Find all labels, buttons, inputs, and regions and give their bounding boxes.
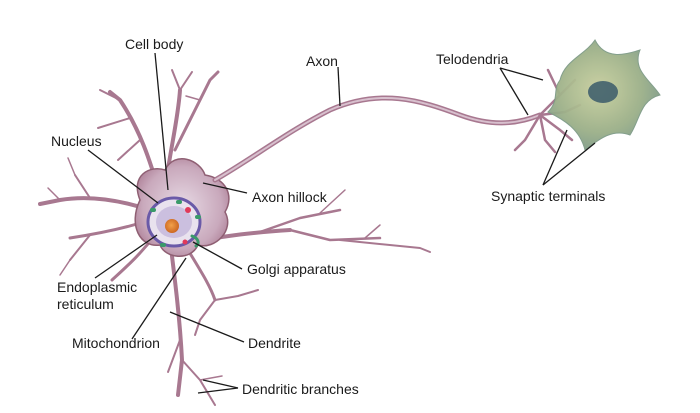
label-axon: Axon bbox=[306, 53, 338, 69]
label-axon-hillock: Axon hillock bbox=[252, 189, 327, 205]
label-golgi-apparatus: Golgi apparatus bbox=[247, 261, 346, 277]
nucleolus-shape bbox=[165, 219, 179, 233]
label-dendritic-branches: Dendritic branches bbox=[242, 381, 359, 397]
label-endoplasmic: Endoplasmic bbox=[57, 279, 138, 295]
label-cell-body: Cell body bbox=[125, 36, 184, 52]
axon-shape bbox=[212, 95, 543, 183]
dendrites bbox=[38, 69, 431, 406]
label-reticulum: reticulum bbox=[57, 296, 114, 312]
leader-lines bbox=[87, 52, 596, 394]
label-mitochondrion: Mitochondrion bbox=[72, 335, 160, 351]
label-nucleus: Nucleus bbox=[51, 133, 102, 149]
label-synaptic-terminals: Synaptic terminals bbox=[491, 188, 606, 204]
label-telodendria: Telodendria bbox=[436, 51, 509, 67]
golgi-shape bbox=[190, 234, 200, 248]
target-nucleus-shape bbox=[588, 81, 618, 103]
label-dendrite: Dendrite bbox=[248, 335, 301, 351]
